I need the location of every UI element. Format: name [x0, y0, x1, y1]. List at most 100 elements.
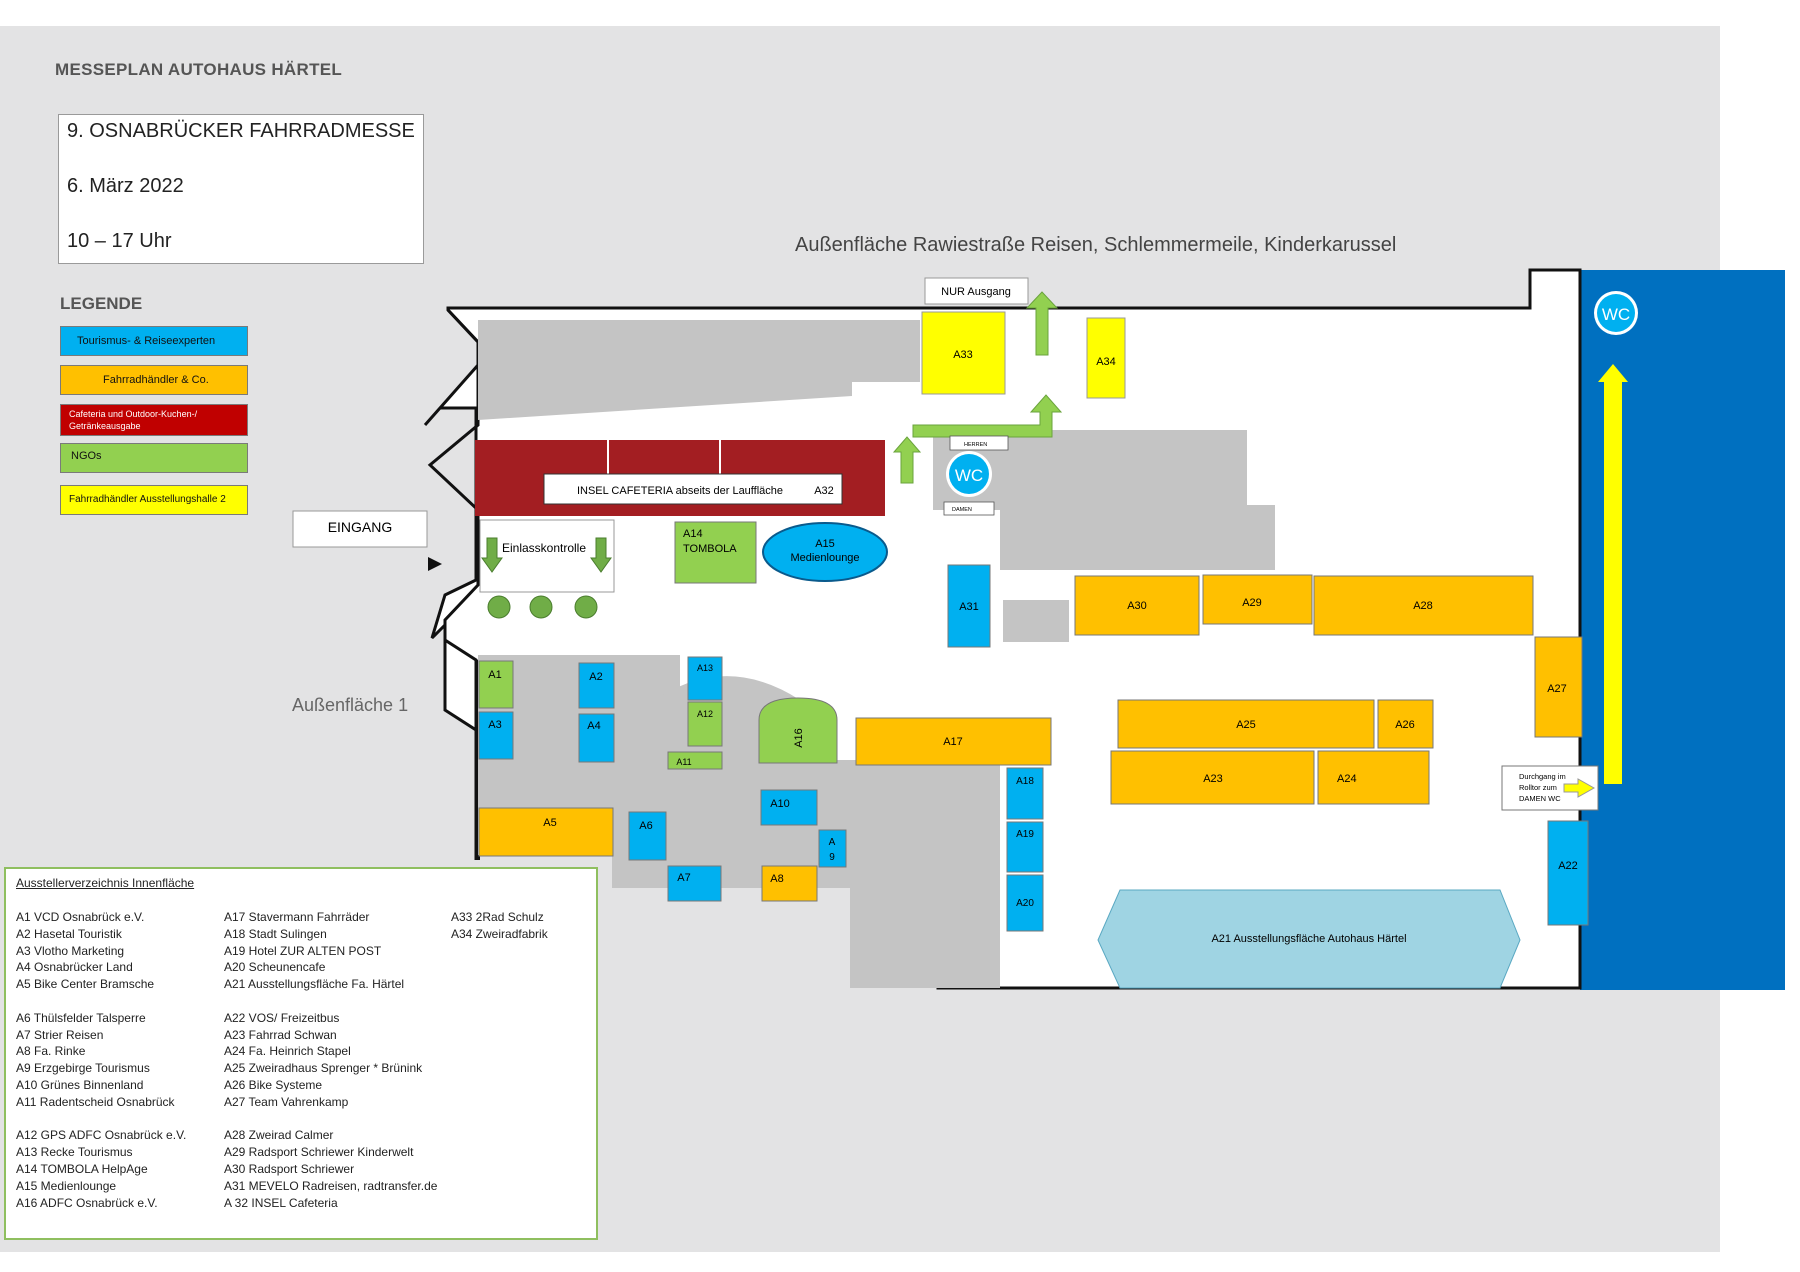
cafeteria-id: A32	[814, 485, 834, 497]
grey-corridor	[850, 760, 1000, 988]
outdoor-rawiestrasse-label: Außenfläche Rawiestraße Reisen, Schlemme…	[795, 234, 1396, 256]
booth-a18	[1006, 767, 1044, 820]
arrow-down-icon-2	[590, 537, 612, 573]
arrow-down-icon-1	[481, 537, 503, 573]
check-in-area	[479, 519, 615, 593]
directory-entry	[16, 1111, 186, 1128]
directory-entry: A34 Zweiradfabrik	[451, 926, 548, 941]
directory-entry: A10 Grünes Binnenland	[16, 1077, 144, 1092]
booth-a20	[1006, 874, 1044, 932]
booth-a7	[667, 865, 722, 902]
directory-column-1: A1 VCD Osnabrück e.V.A2 Hasetal Touristi…	[16, 909, 186, 1211]
ngo-circle-3	[574, 595, 598, 619]
booth-a24-label: A24	[1337, 773, 1357, 785]
booth-a26	[1377, 699, 1434, 749]
booth-a10	[760, 789, 818, 826]
booth-a19-label: A19	[1016, 829, 1034, 840]
booth-a3	[478, 711, 514, 760]
directory-entry: A19 Hotel ZUR ALTEN POST	[224, 943, 382, 958]
booth-a31-label: A31	[959, 601, 979, 613]
booth-a30-label: A30	[1127, 600, 1147, 612]
legend-item-cafeteria: Cafeteria und Outdoor-Kuchen-/ Getränkea…	[60, 404, 248, 436]
passage-line-3: DAMEN WC	[1519, 794, 1561, 803]
booth-a13-label: A13	[697, 663, 713, 673]
directory-entry: A33 2Rad Schulz	[451, 910, 544, 924]
directory-entry: A9 Erzgebirge Tourismus	[16, 1061, 150, 1076]
directory-entry: A18 Stadt Sulingen	[224, 926, 327, 941]
directory-entry: A1 VCD Osnabrück e.V.	[16, 910, 145, 924]
booth-a19	[1006, 821, 1044, 873]
directory-entry: A21 Ausstellungsfläche Fa. Härtel	[224, 977, 405, 992]
entrance-label-box	[292, 510, 428, 548]
top-grey-area	[478, 320, 920, 420]
booth-a20-label: A20	[1016, 898, 1034, 909]
booth-a28	[1313, 575, 1534, 636]
booth-a6	[628, 811, 667, 861]
directory-entry: A23 Fahrrad Schwan	[224, 1027, 337, 1042]
booth-a34-label: A34	[1096, 356, 1116, 368]
directory-entry: A11 Radentscheid Osnabrück	[16, 1094, 175, 1109]
directory-entry: A4 Osnabrücker Land	[16, 960, 133, 975]
directory-entry: A26 Bike Systeme	[224, 1077, 323, 1092]
booth-a15-medienlounge	[762, 522, 888, 582]
booth-a21-exhibition	[1097, 889, 1521, 989]
booth-a2-label: A2	[589, 671, 602, 683]
grey-small-1	[1003, 600, 1069, 642]
directory-entry: A3 Vlotho Marketing	[16, 943, 125, 958]
legend-item-label: Tourismus- & Reiseexperten	[77, 335, 216, 347]
directory-entry: A30 Radsport Schriewer	[224, 1161, 355, 1176]
directory-entry: A6 Thülsfelder Talsperre	[16, 1010, 146, 1025]
outdoor-area-1-label: Außenfläche 1	[292, 695, 408, 715]
booth-a10-label: A10	[770, 798, 790, 810]
booth-a14-sub: TOMBOLA	[683, 543, 737, 555]
legend-item-label: NGOs	[71, 450, 102, 462]
booth-a11	[667, 751, 723, 770]
booth-a15-label: A15	[815, 538, 835, 550]
passage-arrow-right-icon	[1563, 778, 1596, 798]
ngo-circle-2	[529, 595, 553, 619]
booth-a9-sub: 9	[829, 852, 835, 863]
yellow-arrow-up-icon	[1598, 364, 1628, 382]
cafeteria-label: INSEL CAFETERIA abseits der Lauffläche	[577, 485, 783, 497]
directory-entry: A28 Zweirad Calmer	[224, 1128, 334, 1143]
check-in-label: Einlasskontrolle	[502, 541, 586, 555]
grey-area-right	[1000, 505, 1275, 570]
booth-a16-label: A16	[793, 728, 805, 748]
directory-title: Ausstellerverzeichnis Innenfläche	[16, 876, 195, 890]
booth-a25	[1117, 699, 1375, 749]
booth-a34	[1086, 317, 1126, 399]
booth-a30	[1074, 575, 1200, 636]
booth-a14-label: A14	[683, 528, 703, 540]
booth-a1	[478, 660, 514, 709]
damen-label: DAMEN	[952, 507, 972, 513]
directory-entry: A22 VOS/ Freizeitbus	[224, 1010, 340, 1025]
legend-item-ngos: NGOs	[60, 443, 248, 473]
exit-label: NUR Ausgang	[941, 286, 1011, 298]
entrance-label: EINGANG	[328, 519, 393, 535]
wc-blue-label: WC	[1602, 305, 1630, 324]
directory-entry: A5 Bike Center Bramsche	[16, 977, 155, 992]
booth-a27	[1534, 636, 1583, 738]
booth-a31	[947, 564, 991, 648]
exit-label-box	[924, 277, 1029, 305]
booth-a17-label: A17	[943, 736, 963, 748]
wc-label: WC	[955, 466, 983, 485]
exit-arrow-icon	[1025, 291, 1059, 356]
directory-entry: A25 Zweiradhaus Sprenger * Brünink	[224, 1061, 423, 1076]
directory-entry: A7 Strier Reisen	[16, 1027, 104, 1042]
legend-item-dealers: Fahrradhändler & Co.	[60, 365, 248, 395]
directory-entry: A8 Fa. Rinke	[16, 1044, 86, 1059]
damen-label-box	[943, 501, 995, 516]
legend-title: LEGENDE	[60, 294, 143, 313]
booth-a22-label: A22	[1558, 860, 1578, 872]
legend-item-label: Fahrradhändler Ausstellungshalle 2	[69, 494, 226, 505]
booth-a29-label: A29	[1242, 597, 1262, 609]
booth-a25-label: A25	[1236, 719, 1256, 731]
page-title: MESSEPLAN AUTOHAUS HÄRTEL	[55, 60, 343, 79]
directory-entry: A24 Fa. Heinrich Stapel	[224, 1044, 351, 1059]
booth-a4-label: A4	[587, 720, 600, 732]
booth-a18-label: A18	[1016, 776, 1034, 787]
booth-a22	[1547, 820, 1589, 926]
